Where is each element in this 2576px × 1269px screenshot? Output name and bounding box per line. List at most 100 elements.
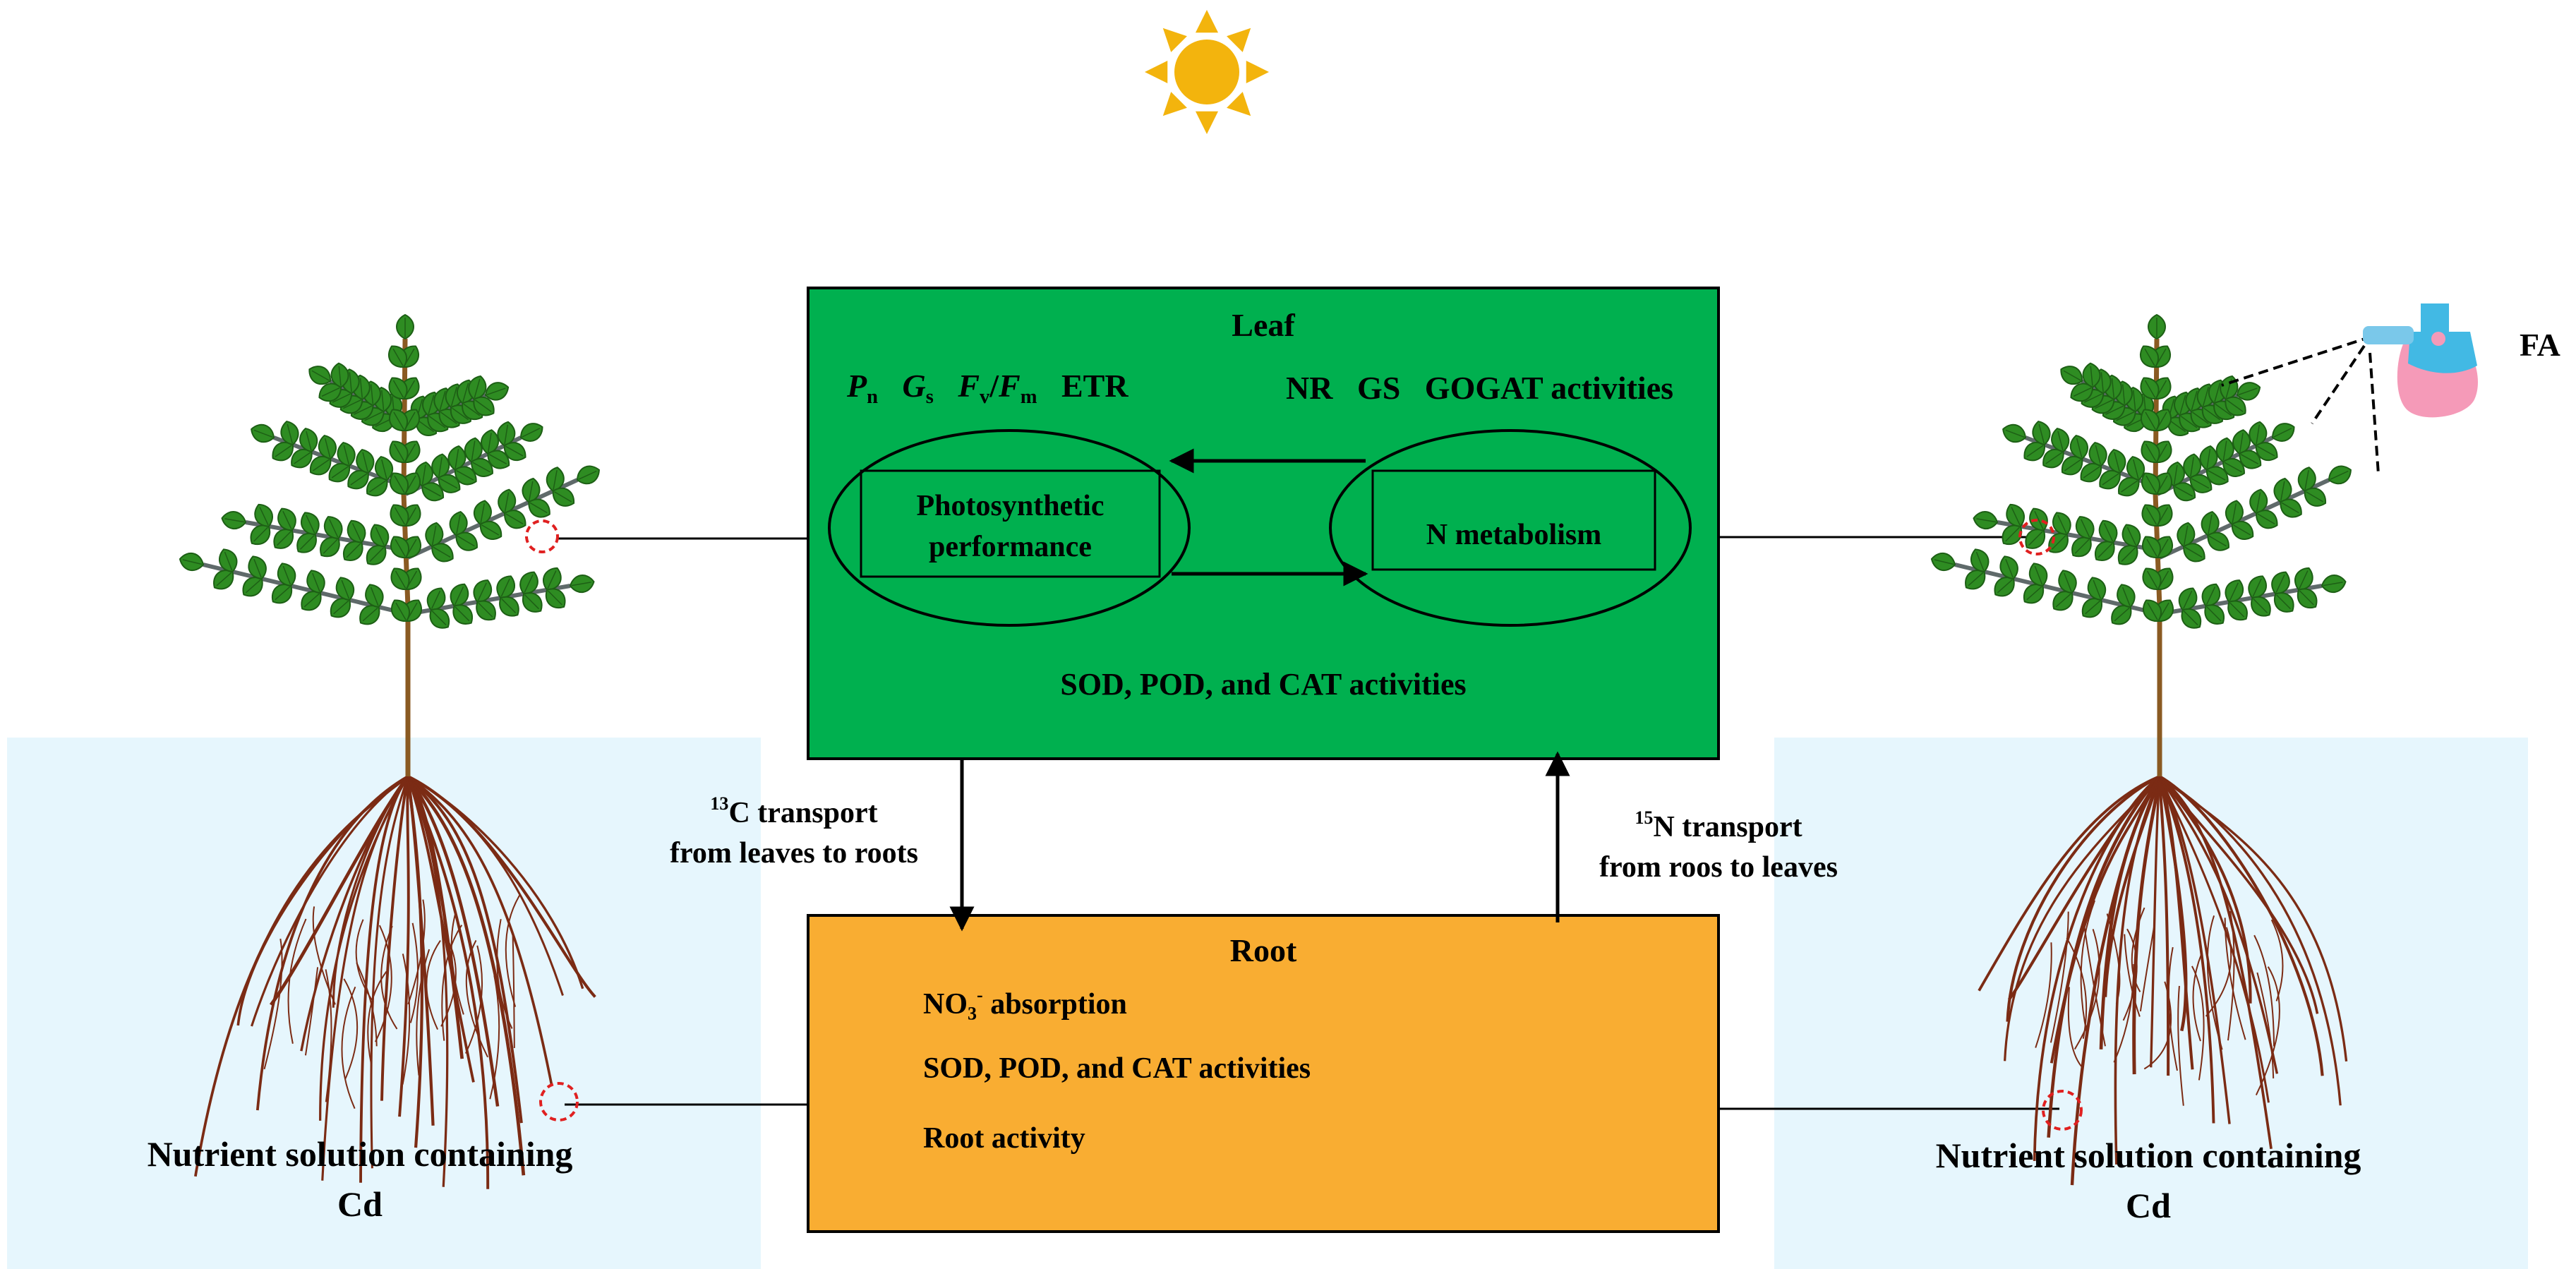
root-branch (2270, 919, 2284, 1002)
leaf (567, 572, 596, 595)
root-branch (2167, 946, 2178, 1071)
leaf (2319, 572, 2348, 595)
root-sample-marker-right (2042, 1090, 2083, 1131)
carbon-transport-line2: from leaves to roots (670, 836, 918, 870)
leaf-sample-marker-right (2018, 519, 2055, 555)
leaf-box (807, 287, 1720, 760)
leaf (247, 420, 278, 447)
root-strand (407, 775, 553, 1086)
sun-ray (1195, 111, 1219, 134)
root-strand (2158, 776, 2279, 1074)
root-branch (287, 918, 307, 1044)
carbon-transport-label: 13C transport from leaves to roots (635, 793, 953, 873)
root-branch (402, 954, 411, 1085)
root-branch (2192, 953, 2203, 1042)
root-branch (2191, 966, 2205, 1081)
plant-right (1929, 314, 2355, 1186)
root-branch (341, 986, 356, 1109)
leaf (573, 461, 603, 488)
etr-label: ETR (1061, 368, 1128, 404)
leaf (2268, 419, 2299, 446)
nitrogen-isotope-superscript: 15 (1635, 807, 1654, 828)
sun-ray (1145, 60, 1168, 84)
right-solution-line2: Cd (2126, 1186, 2171, 1225)
root-branch (505, 894, 522, 1007)
root-branch (380, 925, 398, 1030)
root-title: Root (1229, 932, 1297, 968)
no3-absorption-label: NO3- absorption (923, 985, 1127, 1023)
root-activity-label: Root activity (923, 1122, 1085, 1155)
sun-ray (1162, 92, 1187, 116)
photosynthesis-parameters: Pn Gs Fv/Fm ETR (847, 368, 1128, 407)
root-branch (355, 919, 374, 1003)
sun-ray (1162, 28, 1187, 52)
root-branch (2080, 900, 2096, 1035)
root-branch (2050, 911, 2069, 1043)
left-solution-line1: Nutrient solution containing (147, 1134, 573, 1174)
root-strand (407, 775, 523, 1124)
sprayer-icon (2221, 303, 2478, 475)
photosynthesis-ellipse (828, 429, 1191, 627)
fm-symbol: F (999, 368, 1021, 404)
root-strand (255, 775, 409, 1111)
root-strand (407, 775, 464, 1059)
leaf (1999, 420, 2030, 447)
right-solution-line1: Nutrient solution containing (1935, 1136, 2361, 1175)
fa-label: FA (2520, 327, 2560, 363)
leaf-sample-marker-left (525, 519, 559, 553)
root-strand (2158, 776, 2215, 1124)
fv-subscript: v (980, 386, 990, 409)
root-branch (2206, 915, 2223, 1050)
root-branch (409, 922, 419, 1023)
no3-base: NO (923, 988, 968, 1021)
root-branch (304, 967, 319, 1056)
root-strand (370, 776, 409, 1169)
pn-symbol: P (847, 368, 867, 404)
fv-symbol: F (958, 368, 980, 404)
root-branch (2074, 929, 2100, 1050)
n-enzymes-label: NR GS GOGAT activities (1286, 370, 1674, 406)
nitrogen-transport-line1: N transport (1653, 811, 1802, 843)
right-solution-label: Nutrient solution containing Cd (1845, 1131, 2452, 1231)
sun-ray (1246, 60, 1269, 84)
root-branch (512, 936, 515, 1048)
root-branch (496, 919, 513, 1029)
root-strand (2158, 775, 2348, 1062)
photosynthesis-frame (860, 469, 1161, 578)
root-branch (2177, 985, 2184, 1106)
left-solution-background (7, 738, 761, 1269)
root-box (807, 914, 1720, 1233)
root-branch (2131, 907, 2145, 992)
n-metabolism-label: N metabolism (1426, 519, 1602, 551)
root-strand (1978, 775, 2160, 992)
root-strand (407, 775, 526, 1176)
root-branch (2227, 910, 2235, 1041)
no3-subscript: 3 (968, 1003, 977, 1024)
root-strand (407, 776, 475, 1083)
root-strand (407, 775, 500, 1107)
gs-subscript: s (925, 386, 934, 409)
root-branch (407, 899, 426, 1005)
root-strand (2150, 776, 2161, 1068)
photosynthesis-label-line1: Photosynthetic (916, 490, 1105, 522)
fv-fm-slash: / (989, 368, 999, 404)
root-branch (464, 945, 483, 1054)
sun-icon (1145, 10, 1269, 134)
root-branch (343, 978, 359, 1079)
photosynthesis-label: Photosynthetic performance (861, 486, 1160, 568)
leaf-antioxidant-label: SOD, POD, and CAT activities (1060, 667, 1467, 702)
left-solution-label: Nutrient solution containing Cd (56, 1129, 663, 1229)
root-branch (2205, 927, 2232, 1017)
root-strand (2132, 776, 2162, 1075)
leaf (1929, 550, 1958, 574)
plant-left (177, 314, 603, 1189)
root-branch (2067, 987, 2082, 1067)
root-branch (416, 949, 431, 1076)
root-branch (450, 911, 464, 1015)
root-strand (2047, 775, 2161, 1138)
photosynthesis-label-line2: performance (929, 530, 1092, 563)
leaf (219, 509, 248, 531)
root-branch (465, 939, 488, 1058)
root-strand (2158, 776, 2194, 1070)
leaf (396, 314, 414, 339)
